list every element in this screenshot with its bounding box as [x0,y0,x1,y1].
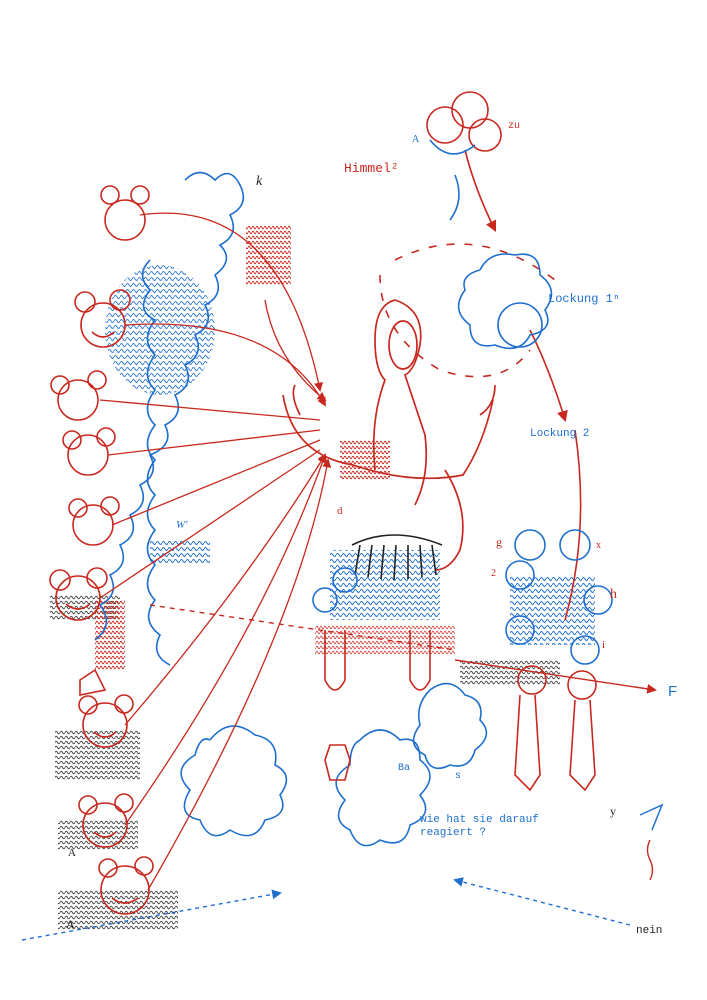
horizontal-axis-arrow [149,604,657,694]
label-z: 2 [491,568,496,579]
blue-circles-right [312,529,613,665]
label-g: g [496,535,502,549]
blue-cloud-chain-center [335,682,488,847]
label-a-1: A [68,847,76,859]
blue-cloud-top-right [429,139,553,350]
label-w: W' [176,519,188,531]
label-f: F [668,683,677,700]
label-d: d [337,505,343,517]
label-a-3: A [412,134,420,145]
label-i: i [602,639,605,651]
label-lockung-2: Lockung 2 [530,428,589,440]
right-figures [324,630,597,792]
label-himmel: Himmel² [344,161,399,176]
perspective-lines [21,803,664,941]
label-s: s [455,771,461,782]
label-h: h [610,587,617,602]
dark-hatch-bands [50,595,560,930]
red-balloons-top [379,91,582,621]
question-line-2: reagiert ? [420,827,486,839]
label-y: y [610,804,616,818]
blue-cloud-chain-left [94,171,288,837]
label-basis: Ba [398,763,410,774]
comb-element [351,534,443,581]
label-k: k [256,174,263,189]
red-heads-left [49,185,154,915]
label-lockung-1: Lockung 1ⁿ [548,292,620,306]
question-line-1: wie hat sie darauf [420,814,539,826]
central-figure [282,299,496,571]
label-zu: zu [508,121,520,132]
red-radiating-lines [99,212,332,891]
label-nein: nein [636,925,662,937]
label-x: x [596,540,601,551]
blue-hatch-areas [105,265,595,645]
label-a-2: A [66,917,75,931]
